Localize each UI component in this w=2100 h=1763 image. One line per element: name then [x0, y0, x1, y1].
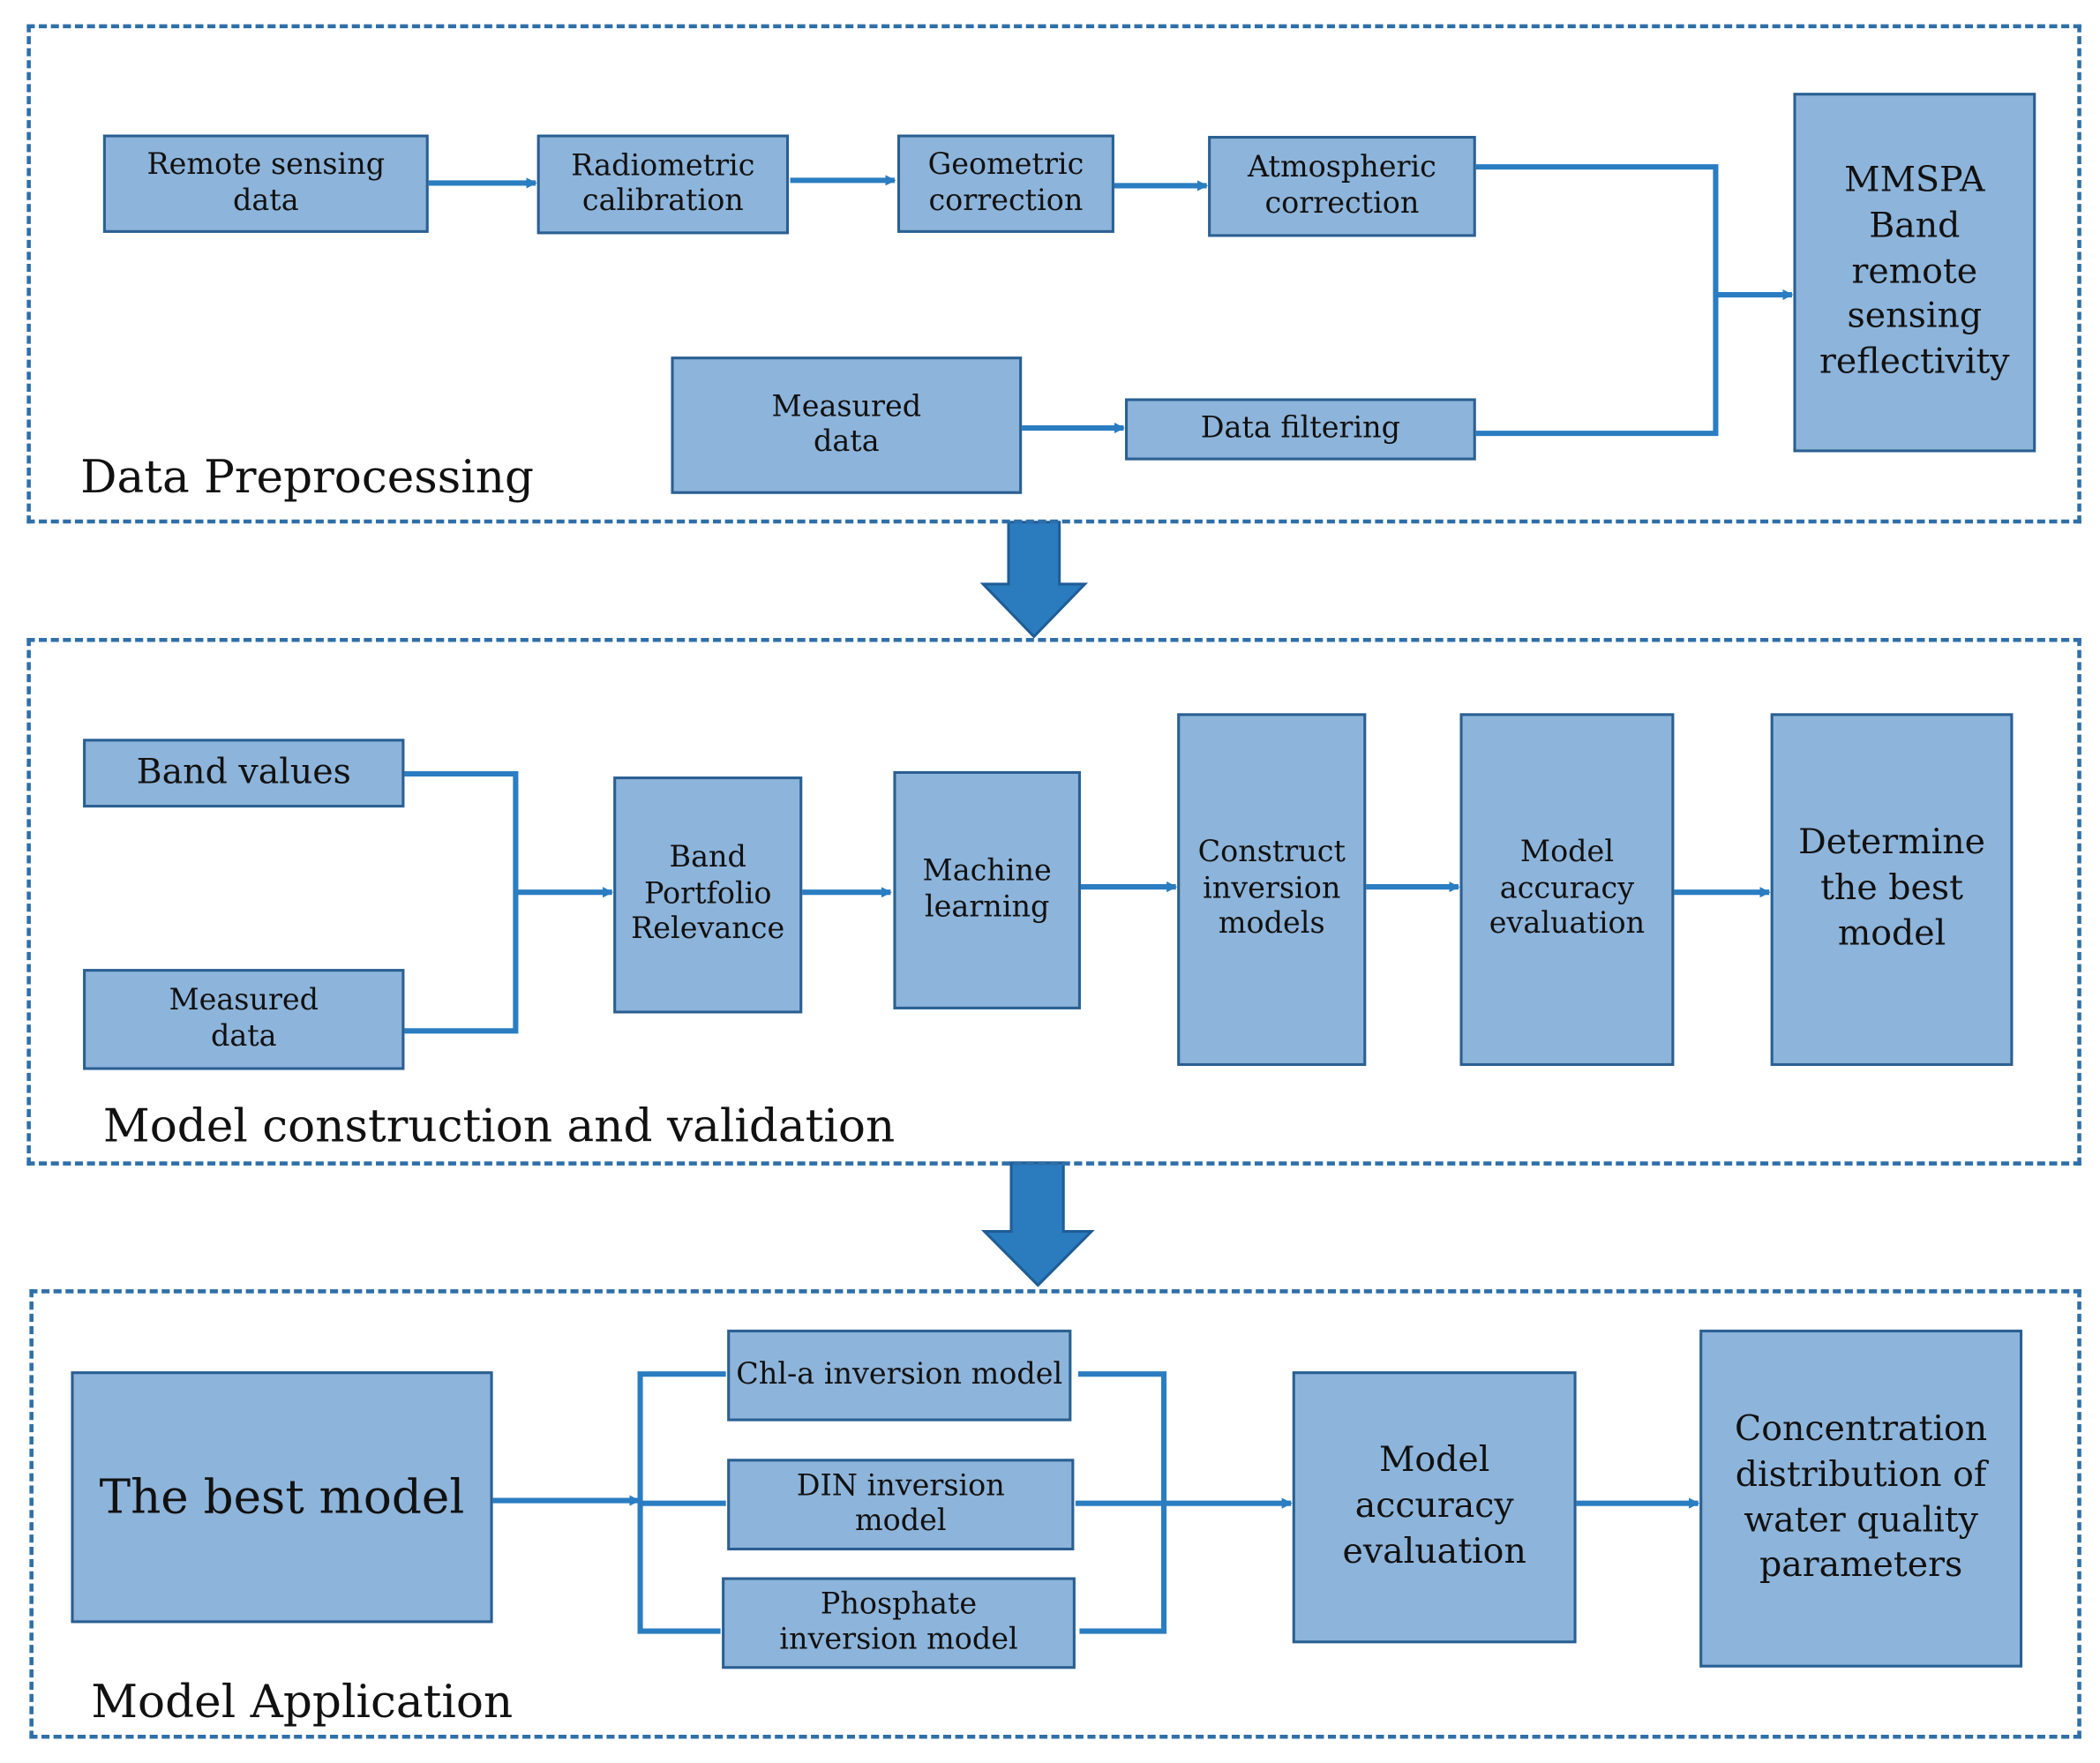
section-data-preprocessing [26, 24, 2081, 524]
connector-inputs-merge [404, 770, 519, 1034]
remote-sensing-data-box: Remote sensing data [102, 134, 429, 233]
best-model-box: The best model [71, 1371, 493, 1624]
band-values-box: Band values [83, 739, 405, 808]
mmspa-reflectivity-box: MMSPA Band remote sensing reflectivity [1793, 93, 2036, 453]
atmospheric-correction-box: Atmospheric correction [1208, 136, 1476, 237]
construct-inversion-models-box: Construct inversion models [1177, 713, 1367, 1066]
chla-inversion-model-box: Chl-a inversion model [727, 1329, 1072, 1422]
radiometric-calibration-box: Radiometric calibration [536, 134, 790, 235]
machine-learning-box: Machine learning [893, 770, 1081, 1009]
data-preprocessing-label: Data Preprocessing [80, 450, 535, 505]
geometric-correction-box: Geometric correction [896, 134, 1114, 233]
data-filtering-box: Data filtering [1125, 398, 1476, 461]
model-construction-label: Model construction and validation [102, 1099, 896, 1154]
model-accuracy-evaluation-box: Model accuracy evaluation [1459, 713, 1675, 1066]
measured-data-box: Measured data [671, 356, 1023, 494]
din-inversion-model-box: DIN inversion model [727, 1459, 1075, 1551]
section-model-construction [26, 637, 2081, 1166]
determine-best-model-box: Determine the best model [1770, 713, 2014, 1066]
connector-atmospheric-merge [1475, 164, 1719, 437]
band-portfolio-relevance-box: Band Portfolio Relevance [613, 776, 803, 1014]
down-arrow-1 [979, 521, 1089, 639]
concentration-distribution-box: Concentration distribution of water qual… [1699, 1329, 2023, 1668]
application-accuracy-evaluation-box: Model accuracy evaluation [1292, 1371, 1577, 1644]
model-application-label: Model Application [91, 1675, 514, 1729]
measured-data-input-box: Measured data [83, 969, 405, 1070]
down-arrow-2 [980, 1161, 1095, 1287]
phosphate-inversion-model-box: Phosphate inversion model [722, 1577, 1076, 1669]
section-model-application [29, 1289, 2081, 1739]
